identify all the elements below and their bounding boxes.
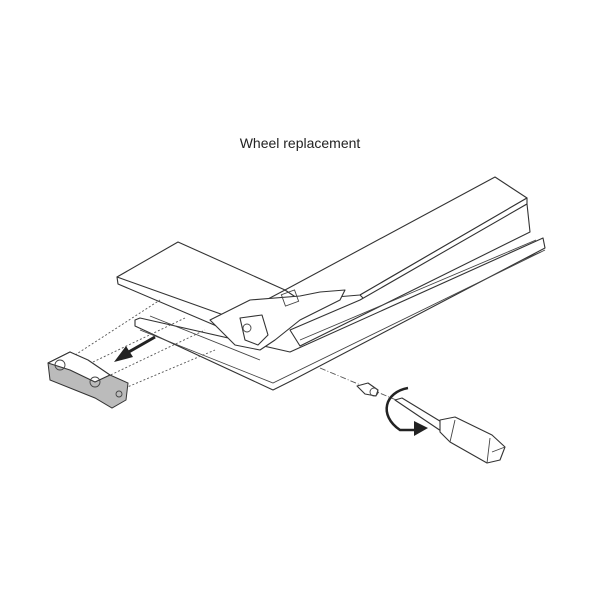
rotation-arrow-icon [385,386,428,436]
screwdriver [394,397,506,464]
frame-profile [116,176,546,391]
wheel-assembly [47,351,129,409]
pull-arrow-icon [114,335,156,362]
screw [356,382,379,397]
diagram-title: Wheel replacement [239,135,361,151]
